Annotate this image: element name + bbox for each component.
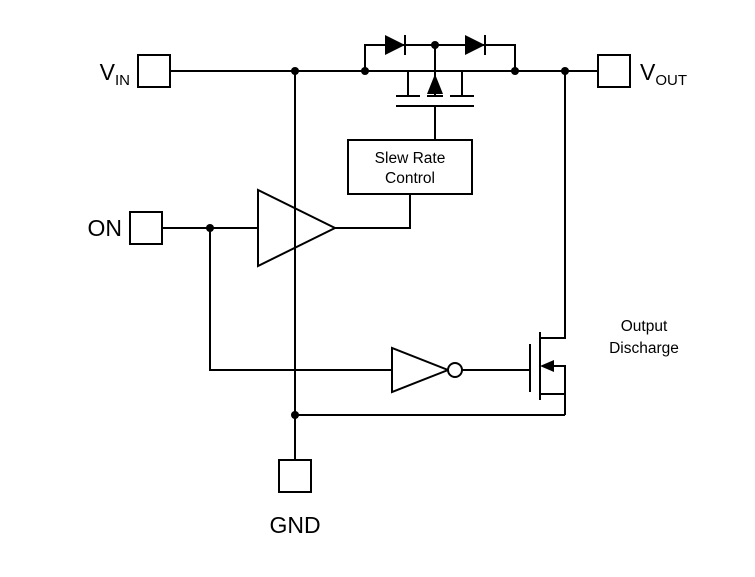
vin-pin-box [137, 54, 171, 88]
vout-label: VOUT [640, 59, 687, 89]
junction-dot [561, 67, 569, 75]
on-label: ON [88, 215, 123, 241]
inverter-bubble-icon [447, 362, 463, 378]
wire-buffer-to-slew-block [335, 194, 411, 229]
junction-dot [206, 224, 214, 232]
vin-label-subscript: IN [115, 72, 130, 89]
junction-dot [291, 67, 299, 75]
inverter-triangle [391, 346, 451, 394]
wire-discharge-drain [540, 71, 566, 339]
body-diode-left-icon [385, 35, 405, 55]
wire-discharge-body-tie [552, 365, 566, 394]
wire-on-to-inverter [209, 228, 392, 371]
vin-label: VIN [100, 59, 130, 89]
slew-rate-control-label-line2: Control [385, 170, 435, 187]
vout-label-subscript: OUT [655, 72, 687, 89]
body-diode-right-icon [465, 35, 485, 55]
wire-body-diode-branch [364, 44, 516, 71]
junction-dot [361, 67, 369, 75]
discharge-fet-body-arrow-icon [540, 360, 554, 372]
on-pin-box [129, 211, 163, 245]
driver-buffer-triangle [257, 188, 338, 268]
gnd-pin-box [278, 459, 312, 493]
junction-dot [511, 67, 519, 75]
vout-pin-box [597, 54, 631, 88]
gnd-label: GND [269, 512, 320, 538]
vout-label-main: V [640, 59, 656, 85]
output-discharge-label-line1: Output [621, 318, 668, 335]
junction-dot [431, 41, 439, 49]
wire-discharge-source [540, 393, 566, 415]
vin-label-main: V [100, 59, 116, 85]
slew-rate-control-label-line1: Slew Rate [375, 150, 446, 167]
pass-fet-body-arrow-icon [427, 74, 443, 94]
junction-dot [291, 411, 299, 419]
output-discharge-label-line2: Discharge [609, 340, 679, 357]
slew-rate-control-block [347, 139, 473, 195]
